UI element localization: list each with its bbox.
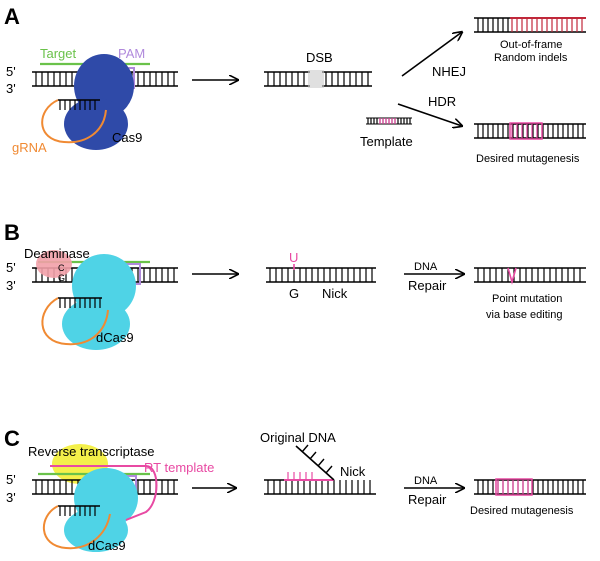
pam-label: PAM: [118, 46, 145, 61]
panel-c-prime-editor: Reverse transcriptase RT template 5' 3' …: [6, 444, 214, 553]
panel-a-dsb: DSB: [264, 50, 372, 88]
outcome-edit-rungs: [497, 480, 529, 494]
dna-repair-bottom-label: Repair: [408, 278, 447, 293]
original-dna-flap: [295, 445, 335, 481]
grna-rungs: [59, 506, 96, 516]
five-prime-label: 5': [6, 260, 16, 275]
nick-label: Nick: [340, 464, 366, 479]
dna-repair-bottom-label: Repair: [408, 492, 447, 507]
nhej-outcome-line1: Out-of-frame: [500, 39, 562, 51]
dsb-label: DSB: [306, 50, 333, 65]
hdr-outcome: Desired mutagenesis: [474, 122, 586, 165]
five-prime-label: 5': [6, 64, 16, 79]
flap-base-2: [317, 458, 325, 467]
base-c-label: C: [58, 263, 65, 273]
g-base-label: G: [289, 286, 299, 301]
panel-c-outcome: Desired mutagenesis: [470, 478, 586, 517]
nick-label: Nick: [322, 286, 348, 301]
panel-b-outcome: Point mutation via base editing: [474, 267, 586, 321]
dna-repair-top-label: DNA: [414, 261, 438, 273]
point-mutation-mark: [507, 267, 517, 285]
outcome-edit-box: [495, 478, 533, 496]
dsb-left-rungs: [267, 72, 305, 86]
outcome-label: Desired mutagenesis: [470, 505, 574, 517]
reverse-transcriptase-label: Reverse transcriptase: [28, 444, 154, 459]
hdr-rungs: [477, 124, 584, 138]
deaminase-protein: [36, 250, 72, 278]
grna-rungs: [59, 298, 101, 308]
nhej-label: NHEJ: [432, 64, 466, 79]
flap-base-4: [301, 444, 309, 453]
dcas9-protein-lower: [62, 298, 130, 350]
dcas9-label: dCas9: [96, 330, 134, 345]
flap-base-3: [309, 451, 317, 460]
arrow-hdr: [397, 103, 462, 126]
edited-flap-bases: [287, 472, 313, 480]
cas9-protein-lower: [64, 98, 128, 150]
target-label: Target: [40, 46, 77, 61]
template-label: Template: [360, 134, 413, 149]
nhej-rungs-left: [477, 18, 509, 32]
u-base-label: U: [289, 250, 298, 265]
panel-a-cas9-complex: Target PAM 5' 3' Cas9 gRNA: [6, 46, 178, 155]
grna-loop: [41, 297, 109, 346]
panel-b-label: B: [4, 220, 20, 245]
nick-rungs: [269, 268, 373, 282]
template-dna: Template: [360, 117, 413, 149]
hdr-outcome-label: Desired mutagenesis: [476, 153, 580, 165]
flap-base-1: [325, 465, 333, 474]
template-edit-rungs: [379, 118, 396, 124]
outcome-line1: Point mutation: [492, 293, 562, 305]
nhej-outcome: Out-of-frame Random indels: [474, 17, 586, 64]
grna-label: gRNA: [12, 140, 47, 155]
panel-b-base-editor: Deaminase 5' 3' C G dCas9: [6, 246, 178, 350]
break-gap: [308, 70, 324, 88]
three-prime-label: 3': [6, 278, 16, 293]
dcas9-protein-lower: [64, 508, 128, 552]
grna-loop: [41, 99, 107, 144]
dna-repair-top-label: DNA: [414, 475, 438, 487]
cas9-label: Cas9: [112, 130, 142, 145]
five-prime-label: 5': [6, 472, 16, 487]
rt-template-label: RT template: [144, 460, 214, 475]
grna-rungs: [59, 100, 96, 110]
hdr-edit-box: [509, 122, 543, 140]
arrow-nhej: [401, 32, 462, 77]
grna-loop: [42, 505, 111, 550]
panel-a-label: A: [4, 4, 20, 29]
hdr-label: HDR: [428, 94, 456, 109]
three-prime-label: 3': [6, 81, 16, 96]
nhej-outcome-line2: Random indels: [494, 52, 568, 64]
original-dna-label: Original DNA: [260, 430, 336, 445]
dsb-right-rungs: [325, 72, 369, 86]
base-g-label: G: [58, 273, 65, 283]
hdr-edit-rungs: [511, 124, 538, 138]
panel-c-flap: Original DNA Nick: [260, 430, 376, 495]
outcome-line2: via base editing: [486, 309, 562, 321]
panel-b-nick: U G Nick: [266, 250, 376, 301]
rt-template-strand: [50, 465, 158, 521]
nhej-rungs-indel: [511, 18, 583, 32]
outcome-rungs: [477, 480, 584, 494]
dcas9-label: dCas9: [88, 538, 126, 553]
flap-rungs: [267, 480, 371, 494]
panel-c-label: C: [4, 426, 20, 451]
outcome-rungs: [477, 268, 581, 282]
deaminase-label: Deaminase: [24, 246, 90, 261]
three-prime-label: 3': [6, 490, 16, 505]
